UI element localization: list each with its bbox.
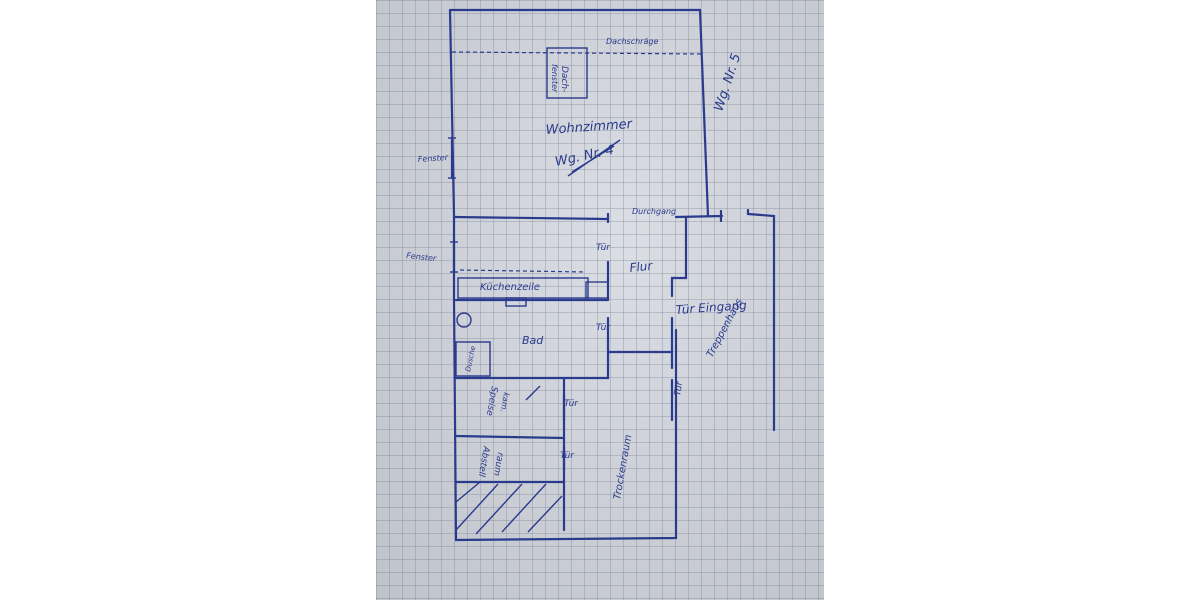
- hatched-area: [455, 481, 563, 535]
- label-apartment-5: Wg. Nr. 5: [712, 52, 745, 114]
- kitchen-stove: [585, 281, 609, 299]
- living-room-bottom-wall: [452, 209, 776, 432]
- label-door-pantry: Tür: [564, 399, 579, 409]
- label-shower: Dusche: [464, 345, 477, 372]
- label-pantry-1: Speise: [484, 385, 499, 416]
- hallway-stepped-wall: [670, 216, 688, 298]
- sink: [505, 297, 527, 307]
- label-bathroom: Bad: [522, 334, 544, 347]
- wg4-underline: [567, 139, 621, 177]
- label-storage-2: raum: [491, 451, 505, 476]
- label-door-storage: Tür: [560, 451, 575, 461]
- pantry-mark: [525, 385, 541, 401]
- label-entrance-door: Tür Eingang: [675, 298, 747, 317]
- pantry-walls: [454, 376, 566, 440]
- floor-plan-drawing: Dachschräge Dach- fenster Wohnzimmer Wg.…: [406, 8, 776, 542]
- label-skylight-2: fenster: [550, 64, 559, 93]
- label-hallway: Flur: [629, 259, 654, 275]
- label-door-kitchen: Tür: [596, 243, 611, 253]
- label-apartment-4: Wg. Nr. 4: [554, 143, 616, 170]
- label-roof-slope: Dachschräge: [606, 37, 658, 46]
- kitchen-counter-top: [459, 269, 587, 273]
- label-drying-room: Trockenraum: [612, 434, 634, 501]
- label-kitchenette: Küchenzeile: [480, 282, 540, 293]
- label-storage-1: Abstell: [476, 444, 491, 477]
- graph-paper-sheet: Dachschräge Dach- fenster Wohnzimmer Wg.…: [376, 0, 824, 600]
- label-skylight-1: Dach-: [559, 66, 569, 92]
- toilet: [456, 312, 472, 328]
- label-passage: Durchgang: [632, 207, 676, 216]
- living-room-walls: [448, 8, 710, 218]
- left-outer-wall: [452, 213, 678, 542]
- label-door-lower-hall: Tür: [673, 380, 686, 397]
- label-pantry-2: kam.: [499, 392, 511, 413]
- skylight-box: [546, 47, 588, 99]
- label-living-room: Wohnzimmer: [545, 117, 634, 138]
- label-window-mid: Fenster: [406, 251, 438, 263]
- label-window-top: Fenster: [418, 153, 449, 164]
- roof-slope-line: [451, 51, 703, 55]
- bath-walls: [454, 316, 610, 380]
- label-door-bath: Tür: [596, 323, 611, 333]
- shower-tray: [455, 341, 491, 377]
